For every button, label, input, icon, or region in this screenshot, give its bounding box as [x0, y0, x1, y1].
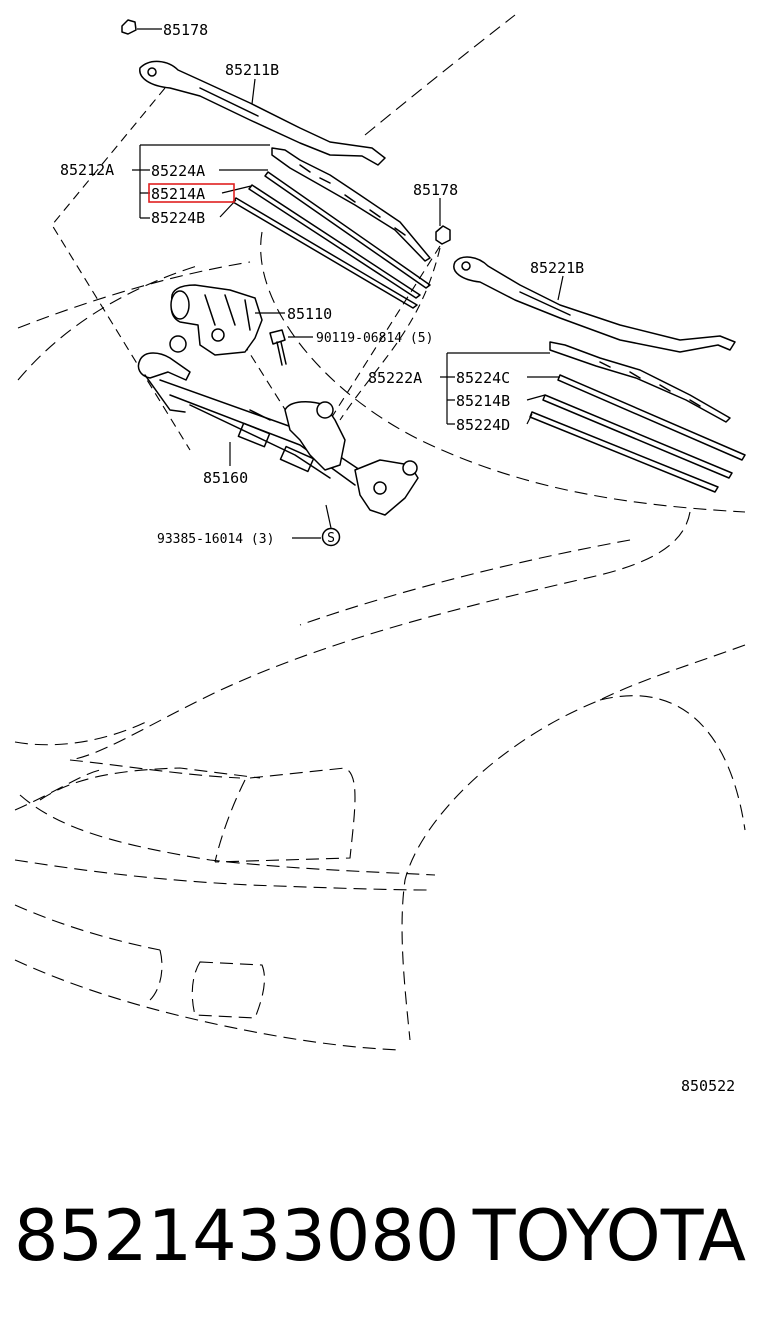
- clip-right: [435, 225, 451, 245]
- wiper-motor: [170, 284, 263, 356]
- label-85110: 85110: [287, 305, 332, 323]
- label-93385-16014: 93385-16014 (3): [157, 532, 274, 547]
- brand-name: TOYOTA: [472, 1195, 746, 1277]
- screw-symbol-label: S: [327, 531, 335, 546]
- label-85214A-highlighted: 85214A: [151, 185, 205, 203]
- label-85224B: 85224B: [151, 209, 205, 227]
- wiper-arm-left: [139, 60, 386, 166]
- label-85221B: 85221B: [530, 259, 584, 277]
- clip-left: [121, 19, 137, 35]
- label-85160: 85160: [203, 469, 248, 487]
- footer: 8521433080 TOYOTA: [14, 1196, 746, 1276]
- label-85178-left: 85178: [163, 21, 208, 39]
- wiper-blade-left: [232, 147, 431, 309]
- label-90119-06814: 90119-06814 (5): [316, 331, 433, 346]
- label-85212A: 85212A: [60, 161, 114, 179]
- part-labels: 85178 85211B 85212A 85224A 85214A 85224B…: [60, 21, 735, 1095]
- wiper-arm-right: [453, 256, 736, 353]
- wiper-link: [137, 335, 419, 516]
- diagram-code: 850522: [681, 1077, 735, 1095]
- label-85214B: 85214B: [456, 392, 510, 410]
- car-body-outline: [14, 14, 746, 1051]
- label-85178-right: 85178: [413, 181, 458, 199]
- wiper-blade-right: [529, 341, 746, 493]
- label-leaders: [132, 28, 564, 539]
- screw-symbol: S: [321, 527, 341, 547]
- label-85224A: 85224A: [151, 162, 205, 180]
- highlight-box: [148, 183, 235, 203]
- bolt: [269, 329, 287, 366]
- label-85222A: 85222A: [368, 369, 422, 387]
- label-85224D: 85224D: [456, 416, 510, 434]
- label-85211B: 85211B: [225, 61, 279, 79]
- label-85224C: 85224C: [456, 369, 510, 387]
- part-number: 8521433080: [14, 1195, 460, 1277]
